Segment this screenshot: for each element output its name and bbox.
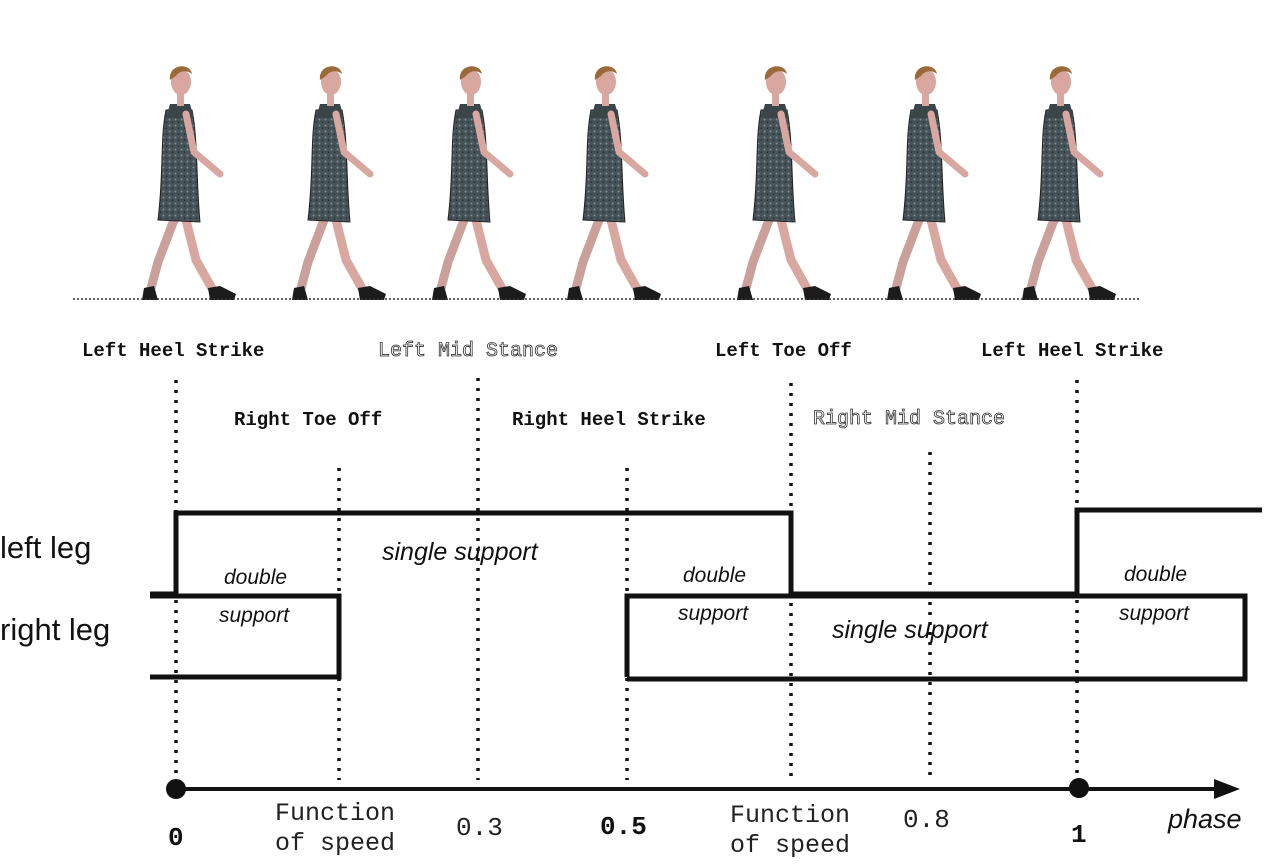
tick-0-8: 0.8 xyxy=(903,805,950,835)
right-leg-trace-stance xyxy=(624,593,1248,682)
left-leg-label: left leg xyxy=(0,530,91,565)
tick-0-3: 0.3 xyxy=(456,813,503,843)
walking-figure-4 xyxy=(567,66,661,300)
right-leg-trace-start xyxy=(150,593,342,680)
double-support-1-top: double xyxy=(224,566,287,589)
tick-1: 1 xyxy=(1071,820,1087,850)
double-support-2-top: double xyxy=(683,564,746,587)
tick-function-of-speed-1-line1: Function xyxy=(275,799,395,828)
event-markers xyxy=(174,378,1079,780)
phase-end-dot xyxy=(1069,778,1089,798)
walking-figure-1 xyxy=(142,66,236,300)
double-support-1-bottom: support xyxy=(219,604,290,627)
tick-0-5: 0.5 xyxy=(600,812,647,842)
phase-axis-label: phase xyxy=(1167,804,1242,834)
single-support-right-label: single support xyxy=(832,616,989,644)
event-right-mid-stance: Right Mid Stance xyxy=(813,408,1005,431)
double-support-2-bottom: support xyxy=(678,602,749,625)
tick-function-of-speed-2-line2: of speed xyxy=(730,831,850,860)
walking-figure-3 xyxy=(432,66,526,300)
tick-function-of-speed-1-line2: of speed xyxy=(275,829,395,858)
event-right-toe-off: Right Toe Off xyxy=(234,409,382,431)
event-right-heel-strike: Right Heel Strike xyxy=(512,409,706,431)
event-left-mid-stance: Left Mid Stance xyxy=(378,340,558,363)
phase-axis-arrow xyxy=(1214,779,1240,799)
event-left-heel-strike-2: Left Heel Strike xyxy=(981,340,1163,362)
walking-figure-2 xyxy=(292,66,386,300)
event-left-heel-strike-1: Left Heel Strike xyxy=(82,340,264,362)
tick-function-of-speed-2-line1: Function xyxy=(730,801,850,830)
walking-figure-6 xyxy=(887,66,981,300)
walking-figure-5 xyxy=(737,66,831,300)
double-support-3-top: double xyxy=(1124,563,1187,586)
single-support-left-label: single support xyxy=(382,538,539,566)
right-leg-label: right leg xyxy=(0,612,110,647)
double-support-3-bottom: support xyxy=(1119,602,1190,625)
walking-figures xyxy=(142,66,1116,300)
event-left-toe-off: Left Toe Off xyxy=(715,340,852,362)
left-leg-trace xyxy=(150,507,1262,597)
phase-start-dot xyxy=(166,779,186,799)
walking-figure-7 xyxy=(1022,66,1116,300)
tick-0: 0 xyxy=(168,823,184,853)
